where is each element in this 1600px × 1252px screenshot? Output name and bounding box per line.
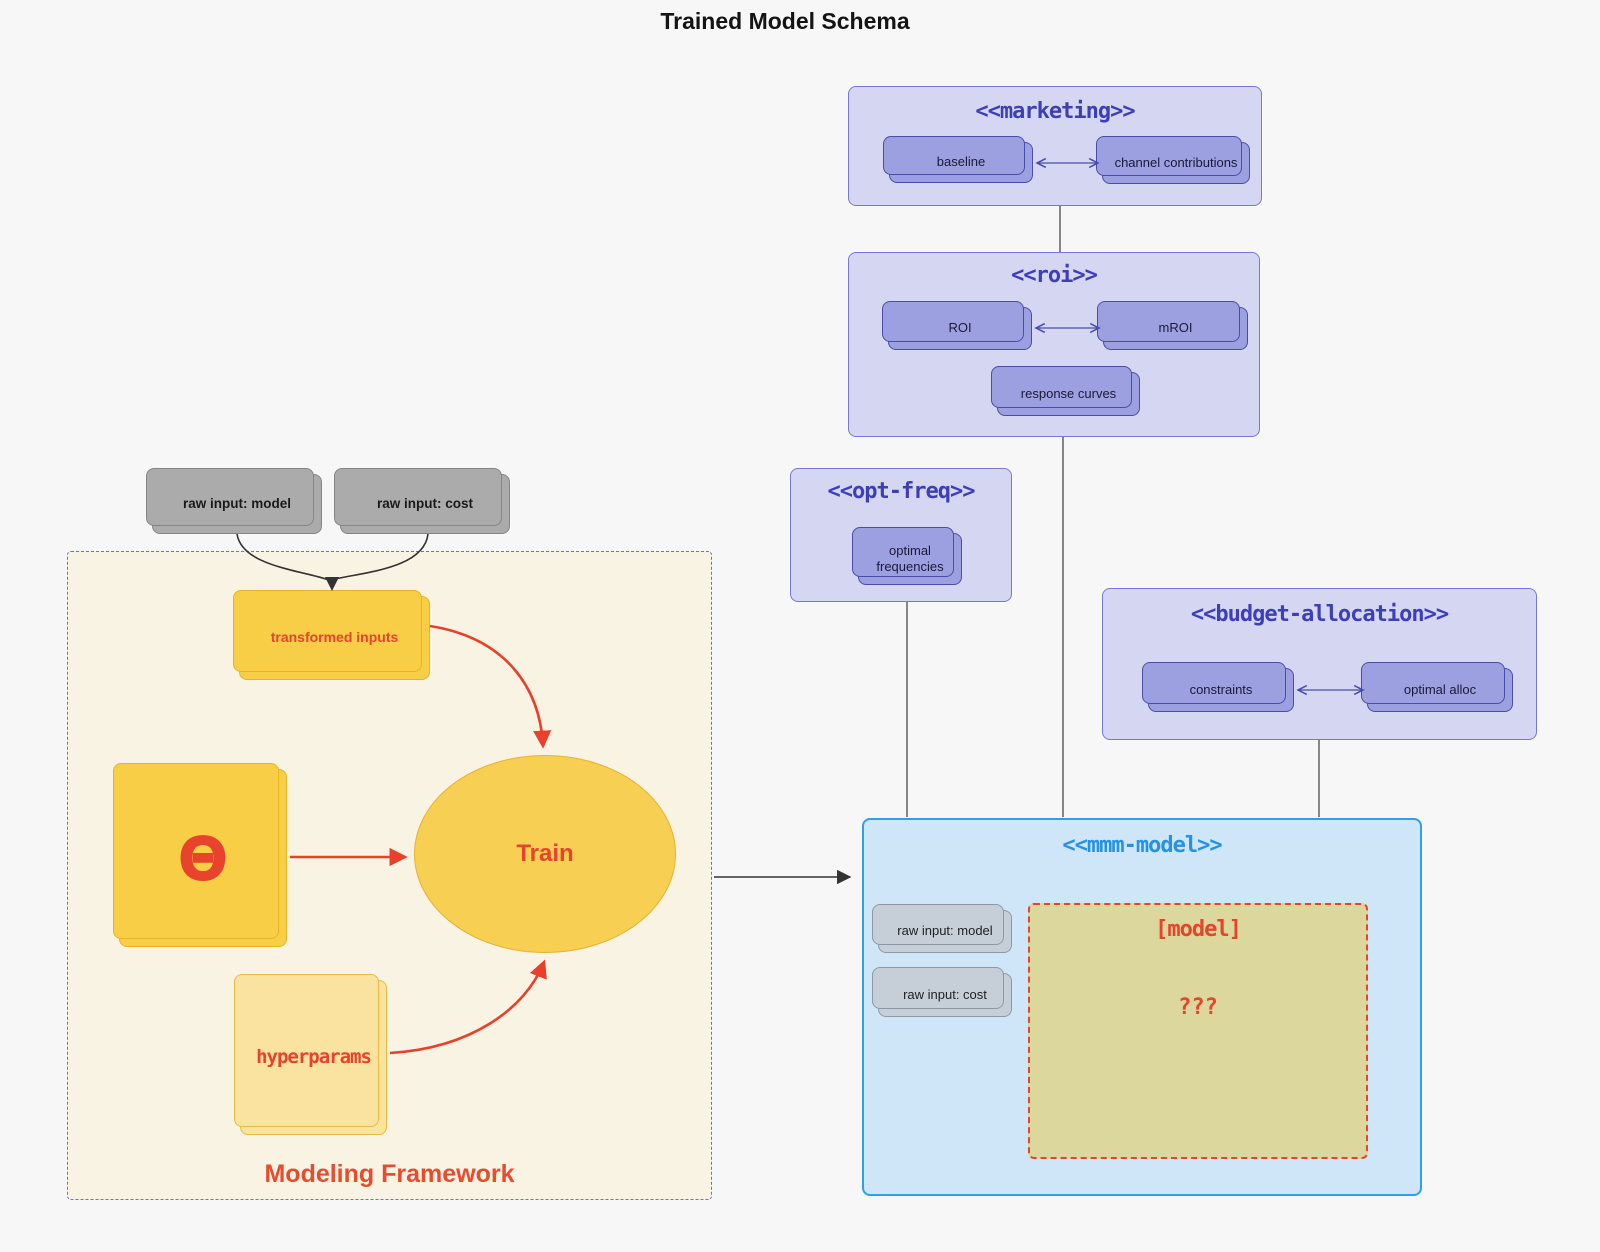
node-transformed-inputs: transformed inputs — [233, 590, 430, 680]
node-channel-contributions-label: channel contributions — [1114, 154, 1238, 170]
node-mmm-raw-input-cost-label: raw input: cost — [903, 986, 987, 1002]
node-raw-input-model-label: raw input: model — [183, 495, 291, 511]
node-train: Train — [414, 755, 676, 953]
node-constraints-label: constraints — [1189, 681, 1253, 697]
node-mmm-raw-input-model: raw input: model — [872, 904, 1012, 953]
node-mmm-raw-input-cost: raw input: cost — [872, 967, 1012, 1017]
node-channel-contributions: channel contributions — [1096, 136, 1250, 184]
node-mroi-label: mROI — [1158, 320, 1193, 336]
node-roi: ROI — [882, 301, 1032, 350]
modeling-framework-label: Modeling Framework — [264, 1160, 515, 1188]
model-box-label: [model] — [1155, 917, 1242, 942]
node-baseline-label: baseline — [936, 154, 986, 170]
node-optimal-alloc: optimal alloc — [1361, 662, 1513, 712]
node-transformed-inputs-label: transformed inputs — [270, 629, 399, 646]
node-response-curves-label: response curves — [1020, 385, 1117, 401]
node-mroi: mROI — [1097, 301, 1248, 350]
budget-allocation-header: <<budget-allocation>> — [1190, 602, 1449, 627]
model-placeholder-box: [model] ??? — [1028, 903, 1368, 1159]
roi-header: <<roi>> — [1011, 263, 1098, 288]
node-optimal-frequencies: optimal frequencies — [852, 527, 962, 585]
page-title: Trained Model Schema — [660, 8, 910, 34]
node-baseline: baseline — [883, 136, 1033, 183]
node-raw-input-model: raw input: model — [146, 468, 322, 534]
mmm-model-header: <<mmm-model>> — [1062, 833, 1222, 858]
node-constraints: constraints — [1142, 662, 1294, 712]
node-optimal-frequencies-label: optimal frequencies — [876, 542, 944, 574]
theta-symbol: Θ — [178, 823, 228, 893]
node-train-label: Train — [516, 840, 574, 867]
node-optimal-alloc-label: optimal alloc — [1403, 681, 1477, 697]
marketing-header: <<marketing>> — [975, 99, 1135, 124]
node-theta: Θ — [113, 763, 287, 947]
node-raw-input-cost: raw input: cost — [334, 468, 510, 534]
model-unknown-label: ??? — [1178, 995, 1218, 1020]
opt-freq-header: <<opt-freq>> — [827, 479, 976, 504]
node-response-curves: response curves — [991, 366, 1140, 416]
node-raw-input-cost-label: raw input: cost — [376, 495, 473, 511]
node-hyperparams-label: hyperparams — [256, 1045, 372, 1068]
node-hyperparams: hyperparams — [234, 974, 387, 1135]
node-roi-label: ROI — [948, 320, 972, 336]
node-mmm-raw-input-model-label: raw input: model — [897, 923, 993, 939]
